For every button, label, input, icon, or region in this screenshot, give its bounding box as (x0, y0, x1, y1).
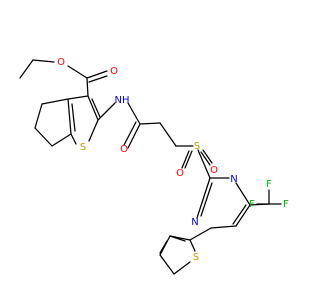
sulfonyl-sulfur-label: S (194, 141, 200, 152)
ester-carbonyl-oxygen-label: O (110, 66, 118, 77)
ester-carbonyl (86, 70, 108, 97)
structure-svg: O O NH S O S O O N N F F F S (19, 57, 289, 275)
thiophene-fused-ring (67, 95, 101, 145)
fluorine-top-label: F (266, 179, 272, 190)
pyrimidine-nitrogen-bottom-label: N (191, 217, 198, 228)
atom-labels: O O NH S O S O O N N F F F S (57, 57, 289, 263)
sulfonyl-oxygen-left-label: O (176, 168, 184, 179)
ethyl-group (19, 59, 88, 79)
trifluoromethyl-group (249, 189, 282, 206)
sulfonyl-group (181, 149, 213, 179)
amide-oxygen-label: O (120, 144, 128, 155)
fluorine-left-label: F (249, 199, 255, 210)
amide-nh-label: NH (115, 95, 130, 106)
terminal-thiophene-sulfur-label: S (193, 252, 199, 263)
amide-linker (97, 102, 194, 149)
molecule-diagram: O O NH S O S O O N N F F F S (19, 57, 289, 275)
pyrimidine-ring (196, 177, 251, 229)
thiophene-terminal-ring (159, 227, 212, 275)
fused-thiophene-sulfur-label: S (80, 142, 86, 153)
fluorine-right-label: F (283, 199, 289, 210)
cyclopentane-ring (34, 98, 72, 147)
sulfonyl-oxygen-bottom-label: O (210, 165, 218, 176)
pyrimidine-nitrogen-top-label: N (230, 174, 237, 185)
ester-oxygen-label: O (57, 57, 65, 68)
